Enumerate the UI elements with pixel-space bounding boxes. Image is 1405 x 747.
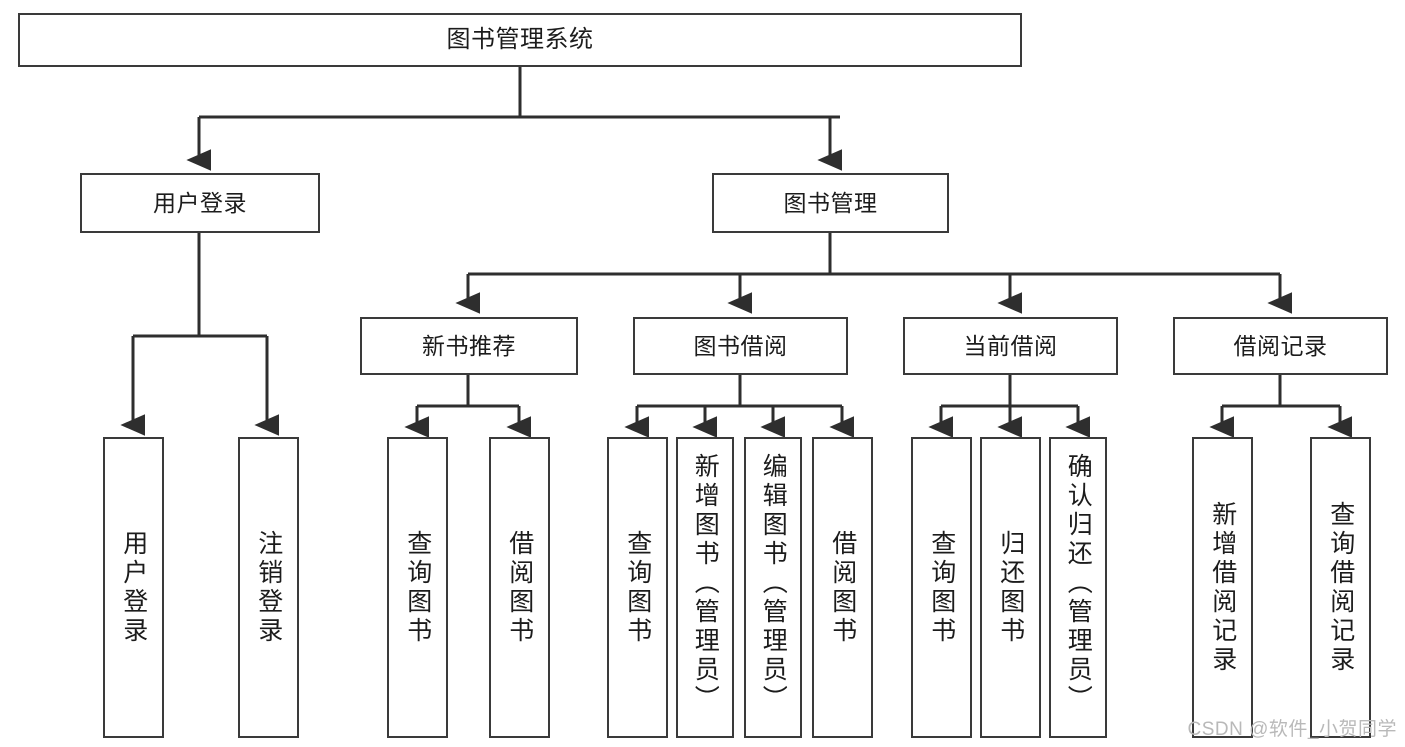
- node-leaf-confirm-return[interactable]: 确认归还（管理员）: [1049, 437, 1107, 738]
- node-user-login[interactable]: 用户登录: [80, 173, 320, 233]
- node-leaf-query-book-1[interactable]: 查询图书: [387, 437, 448, 738]
- node-leaf-add-record-label: 新增借阅记录: [1208, 500, 1237, 675]
- node-book-borrow[interactable]: 图书借阅: [633, 317, 848, 375]
- node-borrow-record-label: 借阅记录: [1233, 332, 1328, 359]
- node-leaf-add-record[interactable]: 新增借阅记录: [1192, 437, 1253, 738]
- node-leaf-query-record[interactable]: 查询借阅记录: [1310, 437, 1371, 738]
- node-book-manage-label: 图书管理: [783, 189, 878, 216]
- node-leaf-borrow-book-1-label: 借阅图书: [505, 529, 534, 646]
- node-root-system[interactable]: 图书管理系统: [18, 13, 1022, 67]
- node-current-borrow-label: 当前借阅: [963, 332, 1058, 359]
- node-leaf-edit-book[interactable]: 编辑图书（管理员）: [744, 437, 802, 738]
- node-leaf-logout[interactable]: 注销登录: [238, 437, 299, 738]
- node-leaf-query-book-2[interactable]: 查询图书: [607, 437, 668, 738]
- node-root-system-label: 图书管理系统: [446, 26, 594, 54]
- node-book-borrow-label: 图书借阅: [693, 332, 788, 359]
- node-leaf-query-book-3-label: 查询图书: [927, 529, 956, 646]
- node-leaf-borrow-book-2-label: 借阅图书: [828, 529, 857, 646]
- node-new-book-rec-label: 新书推荐: [422, 332, 516, 359]
- node-new-book-rec[interactable]: 新书推荐: [360, 317, 578, 375]
- node-leaf-confirm-return-label: 确认归还（管理员）: [1064, 453, 1093, 714]
- node-leaf-logout-label: 注销登录: [254, 529, 283, 646]
- node-leaf-borrow-book-2[interactable]: 借阅图书: [812, 437, 873, 738]
- node-book-manage[interactable]: 图书管理: [712, 173, 949, 233]
- node-borrow-record[interactable]: 借阅记录: [1173, 317, 1388, 375]
- node-leaf-add-book-label: 新增图书（管理员）: [691, 453, 720, 714]
- node-leaf-user-login[interactable]: 用户登录: [103, 437, 164, 738]
- node-leaf-query-book-1-label: 查询图书: [403, 529, 432, 646]
- node-leaf-query-book-2-label: 查询图书: [623, 529, 652, 646]
- node-leaf-query-record-label: 查询借阅记录: [1326, 500, 1355, 675]
- node-leaf-query-book-3[interactable]: 查询图书: [911, 437, 972, 738]
- node-user-login-label: 用户登录: [153, 189, 247, 216]
- node-leaf-borrow-book-1[interactable]: 借阅图书: [489, 437, 550, 738]
- node-leaf-user-login-label: 用户登录: [119, 529, 148, 646]
- csdn-watermark: CSDN @软件_小贺同学: [1187, 719, 1397, 740]
- node-leaf-add-book[interactable]: 新增图书（管理员）: [676, 437, 734, 738]
- node-leaf-return-book-label: 归还图书: [996, 529, 1025, 646]
- node-leaf-edit-book-label: 编辑图书（管理员）: [759, 453, 788, 714]
- node-leaf-return-book[interactable]: 归还图书: [980, 437, 1041, 738]
- node-current-borrow[interactable]: 当前借阅: [903, 317, 1118, 375]
